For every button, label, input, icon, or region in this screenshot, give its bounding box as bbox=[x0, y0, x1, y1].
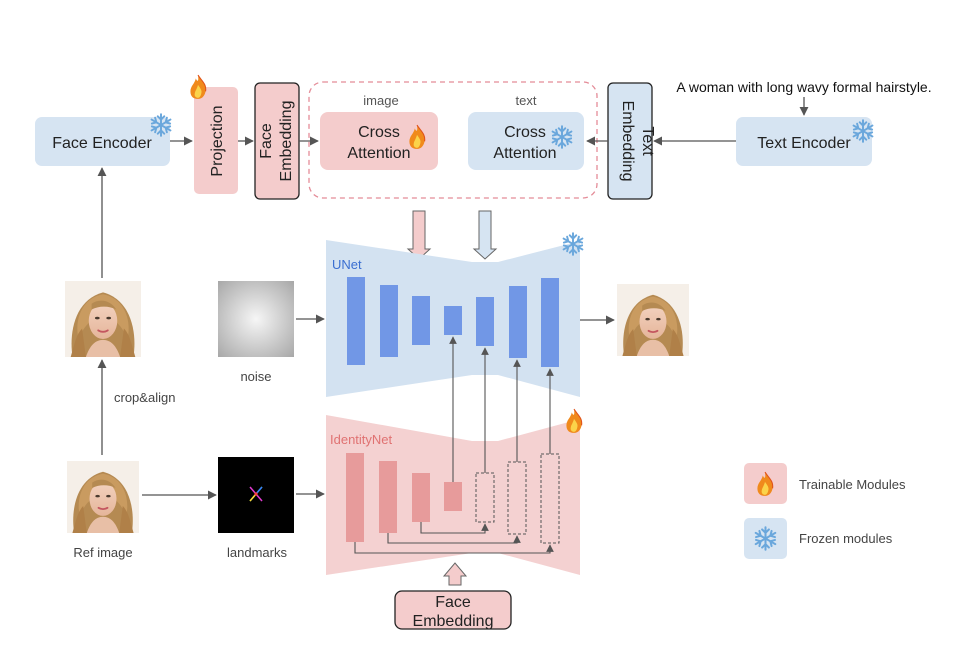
projection-block: Projection bbox=[189, 74, 238, 194]
face-embedding-bottom-line2: Embedding bbox=[413, 613, 494, 630]
ref-image bbox=[67, 460, 139, 534]
text-caption: text bbox=[516, 93, 537, 108]
unet-layer bbox=[476, 297, 494, 346]
face-encoder-block: Face Encoder bbox=[35, 113, 172, 166]
image-cross-attention-line2: Attention bbox=[347, 145, 410, 162]
face-encoder-label: Face Encoder bbox=[52, 135, 152, 152]
face-embedding-top-line1: Face bbox=[258, 123, 275, 159]
ref-image-label: Ref image bbox=[73, 545, 132, 560]
text-cross-attention-line2: Attention bbox=[493, 145, 556, 162]
text-embedding-block: Text Embedding bbox=[607, 82, 656, 200]
identitynet-layer bbox=[412, 473, 430, 522]
text-embedding-line2: Embedding bbox=[619, 101, 636, 182]
unet-block: UNet bbox=[326, 232, 584, 397]
flame-icon bbox=[189, 74, 207, 100]
legend-frozen-label: Frozen modules bbox=[799, 531, 893, 546]
identitynet-layer bbox=[444, 482, 462, 511]
face-embedding-condition-arrow bbox=[442, 562, 468, 586]
face-embedding-top-block: Face Embedding bbox=[254, 82, 300, 200]
image-cross-attention-block: Cross Attention bbox=[320, 112, 438, 170]
identitynet-label: IdentityNet bbox=[330, 432, 393, 447]
prompt-text: A woman with long wavy formal hairstyle. bbox=[676, 79, 931, 95]
unet-layer bbox=[509, 286, 527, 358]
unet-layer bbox=[444, 306, 462, 335]
identitynet-block: IdentityNet bbox=[326, 408, 583, 575]
flow-arrows bbox=[97, 314, 615, 500]
cropped-face-image bbox=[65, 281, 141, 357]
text-encoder-block: Text Encoder bbox=[736, 117, 874, 166]
face-embedding-bottom-block: Face Embedding bbox=[394, 590, 512, 630]
image-cross-attention-line1: Cross bbox=[358, 124, 400, 141]
identitynet-zero-conv bbox=[540, 453, 560, 544]
identitynet-layer bbox=[346, 453, 364, 542]
text-condition-arrow bbox=[472, 210, 498, 260]
crop-align-label: crop&align bbox=[114, 390, 175, 405]
identitynet-layer bbox=[379, 461, 397, 533]
legend-trainable-label: Trainable Modules bbox=[799, 477, 906, 492]
projection-label: Projection bbox=[209, 105, 226, 176]
output-image bbox=[617, 283, 689, 357]
noise-label: noise bbox=[240, 369, 271, 384]
cross-attention-container bbox=[308, 81, 598, 199]
unet-layer bbox=[380, 285, 398, 357]
unet-layer bbox=[541, 278, 559, 367]
unet-layer bbox=[347, 277, 365, 365]
noise-image bbox=[218, 281, 294, 357]
text-embedding-line1: Text bbox=[639, 126, 656, 156]
text-cross-attention-line1: Cross bbox=[504, 124, 546, 141]
identitynet-zero-conv bbox=[475, 472, 495, 523]
landmarks-image bbox=[218, 457, 294, 533]
landmarks-label: landmarks bbox=[227, 545, 287, 560]
top-row-arrows bbox=[97, 97, 809, 278]
unet-layer bbox=[412, 296, 430, 345]
text-cross-attention-block: Cross Attention bbox=[468, 112, 584, 170]
image-caption: image bbox=[363, 93, 398, 108]
image-condition-arrow bbox=[406, 210, 432, 260]
unet-label: UNet bbox=[332, 257, 362, 272]
text-encoder-label: Text Encoder bbox=[757, 135, 851, 152]
face-embedding-bottom-line1: Face bbox=[435, 594, 471, 611]
flame-icon bbox=[565, 408, 583, 434]
legend: Trainable Modules Frozen modules bbox=[744, 463, 906, 559]
skip-connections bbox=[354, 336, 554, 554]
face-embedding-top-line2: Embedding bbox=[278, 101, 295, 182]
